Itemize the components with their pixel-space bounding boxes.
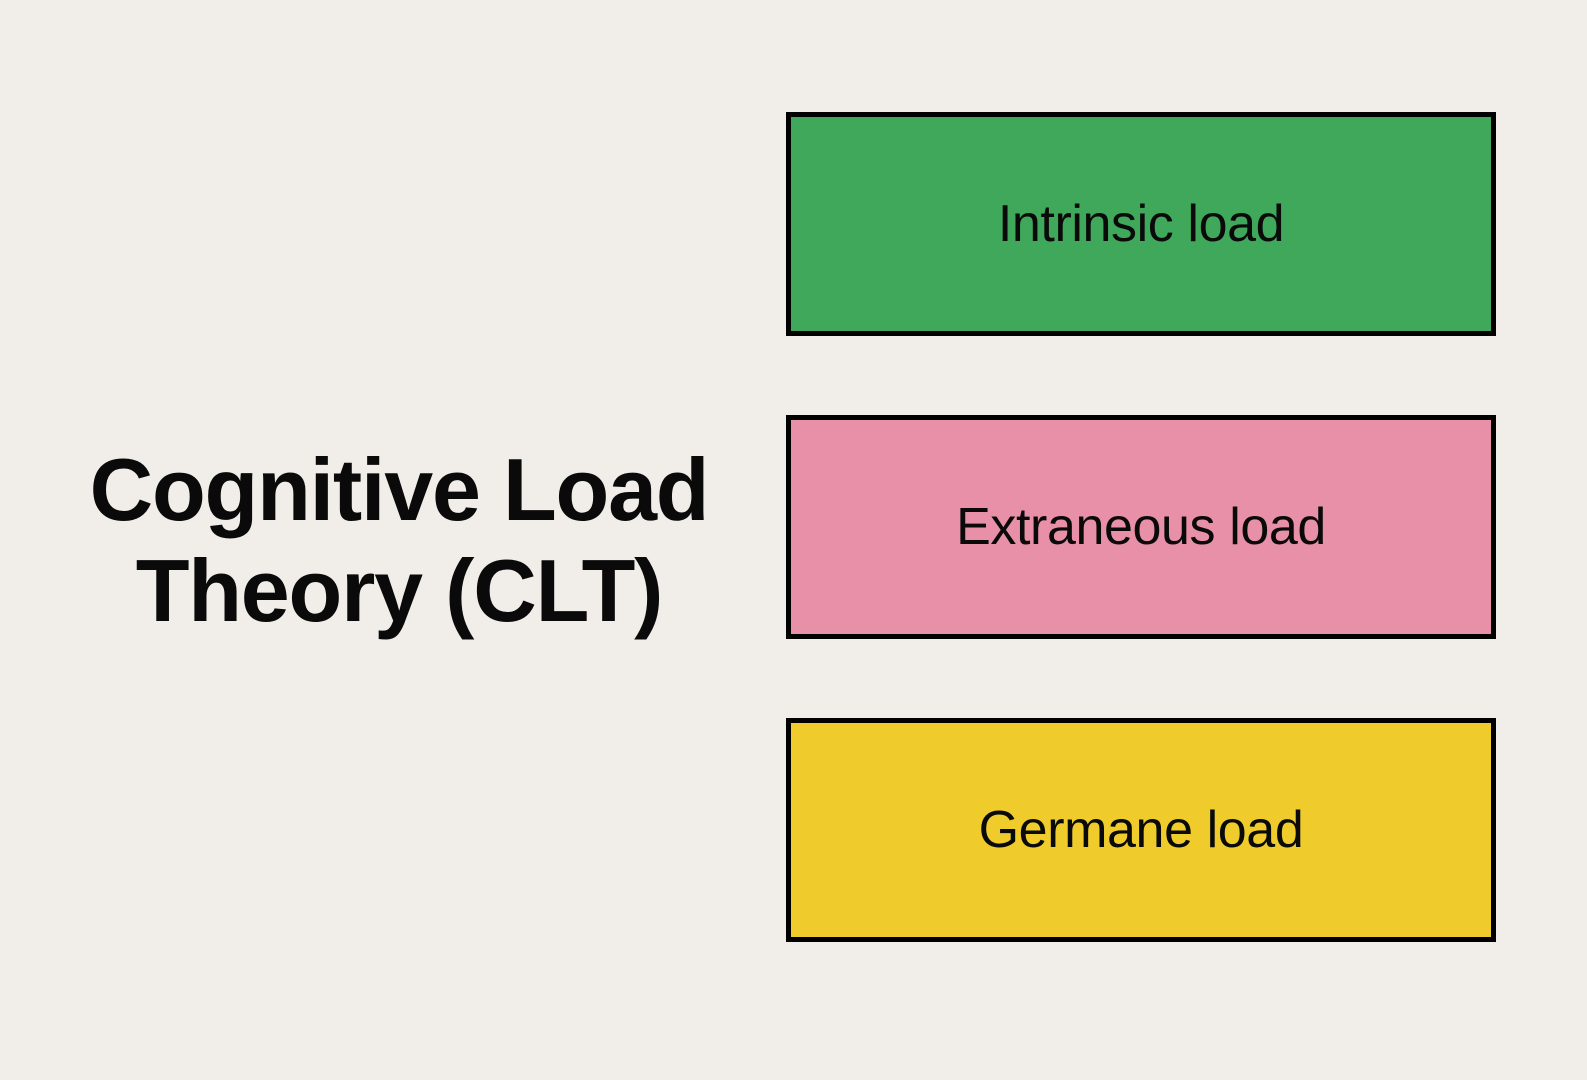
title-block: Cognitive Load Theory (CLT) <box>0 0 780 1080</box>
load-box-extraneous: Extraneous load <box>786 415 1496 639</box>
page-title: Cognitive Load Theory (CLT) <box>89 439 710 640</box>
load-box-list: Intrinsic load Extraneous load Germane l… <box>786 112 1496 942</box>
load-box-intrinsic: Intrinsic load <box>786 112 1496 336</box>
load-box-label-extraneous: Extraneous load <box>956 498 1326 556</box>
load-box-label-intrinsic: Intrinsic load <box>997 195 1285 253</box>
load-box-label-germane: Germane load <box>978 801 1304 859</box>
load-box-germane: Germane load <box>786 718 1496 942</box>
